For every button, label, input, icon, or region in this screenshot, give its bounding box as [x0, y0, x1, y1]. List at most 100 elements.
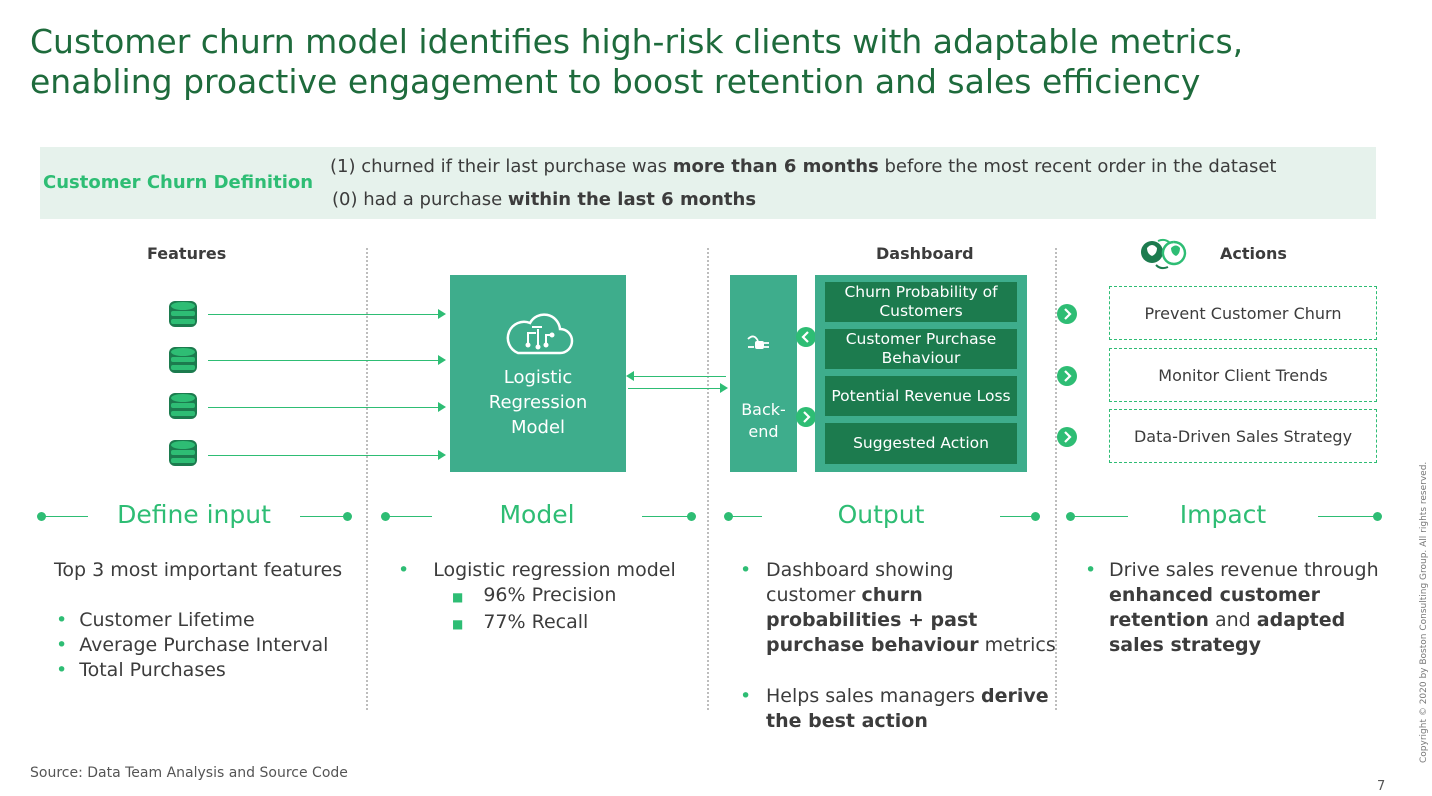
output-line: purchase behaviour metrics — [766, 633, 1056, 658]
feature-arrow — [208, 309, 446, 319]
impact-line: Drive sales revenue through — [1109, 559, 1379, 581]
page-title: Customer churn model identifies high-ris… — [30, 22, 1370, 102]
cloud-brain-icon — [502, 309, 574, 357]
output-line: Dashboard showing — [766, 559, 954, 581]
output-seg-bold: purchase behaviour — [766, 634, 979, 656]
impact-seg-bold: enhanced customer — [1109, 584, 1320, 606]
stage-dot — [1031, 512, 1040, 521]
actions-header: Actions — [1220, 244, 1287, 263]
stage-model: Model — [432, 492, 642, 537]
output-seg-bold: probabilities + past — [766, 609, 978, 631]
bullet-text: Total Purchases — [79, 659, 226, 681]
stage-define-input: Define input — [88, 492, 300, 537]
output-line: probabilities + past — [766, 608, 1056, 633]
definition-label: Customer Churn Definition — [43, 172, 314, 193]
output-bullet-dot: • — [740, 559, 752, 581]
output-seg: metrics — [978, 634, 1056, 656]
title-line-2: enabling proactive engagement to boost r… — [30, 62, 1201, 101]
output-bullet-1: Dashboard showing customer churn probabi… — [766, 558, 1056, 658]
model-sub-bullets: ■96% Precision ■77% Recall — [452, 583, 616, 637]
stage-dot — [37, 512, 46, 521]
impact-line: enhanced customer — [1109, 583, 1379, 608]
action-monitor-trends: Monitor Client Trends — [1109, 348, 1377, 402]
divider-3 — [1055, 248, 1057, 710]
impact-seg-bold: adapted — [1256, 609, 1346, 631]
def1-post: before the most recent order in the data… — [878, 156, 1277, 177]
stage-dot — [381, 512, 390, 521]
define-intro: Top 3 most important features — [54, 559, 343, 581]
chevron-right-icon — [1057, 427, 1077, 447]
output-seg: Helps sales managers — [766, 685, 982, 707]
backend-label-line: end — [748, 422, 779, 441]
definition-band — [40, 147, 1376, 219]
model-label-line: Regression — [488, 392, 588, 413]
impact-line: retention and adapted — [1109, 608, 1379, 633]
stage-impact: Impact — [1128, 492, 1318, 537]
impact-seg-bold: sales strategy — [1109, 634, 1261, 656]
backend-label: Back- end — [730, 399, 797, 443]
stage-dot — [1373, 512, 1382, 521]
divider-2 — [707, 248, 709, 710]
backend-box: Back- end — [730, 275, 797, 472]
action-prevent-churn: Prevent Customer Churn — [1109, 286, 1377, 340]
impact-bullet-dot: • — [1085, 559, 1097, 581]
features-header: Features — [147, 244, 227, 263]
output-bullet-dot: • — [740, 685, 752, 707]
stage-dot — [343, 512, 352, 521]
definition-line-2: (0) had a purchase within the last 6 mon… — [332, 189, 756, 210]
output-line: customer churn — [766, 583, 1056, 608]
dashboard-item-suggested-action: Suggested Action — [825, 423, 1017, 464]
dashboard-header: Dashboard — [876, 244, 974, 263]
feature-arrow — [208, 355, 446, 365]
dashboard-item-purchase-behaviour: Customer Purchase Behaviour — [825, 329, 1017, 369]
title-line-1: Customer churn model identifies high-ris… — [30, 22, 1244, 61]
source-note: Source: Data Team Analysis and Source Co… — [30, 765, 348, 781]
def2-pre: (0) had a purchase — [332, 189, 508, 210]
list-item: ■77% Recall — [452, 611, 589, 633]
stage-output: Output — [762, 492, 1000, 537]
bullet-text: Average Purchase Interval — [79, 634, 329, 656]
feature-arrow — [208, 450, 446, 460]
impact-bullet: Drive sales revenue through enhanced cus… — [1109, 558, 1379, 658]
output-line: the best action — [766, 709, 1049, 734]
output-seg-bold: the best action — [766, 710, 928, 732]
model-label-line: Model — [510, 417, 566, 438]
bullet-text: Logistic regression model — [433, 559, 676, 581]
definition-line-1: (1) churned if their last purchase was m… — [330, 156, 1277, 177]
database-icon — [168, 346, 198, 374]
output-seg-bold: churn — [861, 584, 923, 606]
stage-dot — [1066, 512, 1075, 521]
stage-dot — [724, 512, 733, 521]
backend-label-line: Back- — [741, 400, 786, 419]
list-item: ■96% Precision — [452, 584, 617, 606]
dashboard-item-churn-probability: Churn Probability of Customers — [825, 282, 1017, 322]
list-item: •Customer Lifetime — [56, 609, 255, 631]
page-number: 7 — [1377, 779, 1386, 794]
model-bullet: •Logistic regression model — [398, 559, 676, 581]
dashboard-panel: Churn Probability of Customers Customer … — [815, 275, 1027, 472]
bullet-text: Customer Lifetime — [79, 609, 255, 631]
stage-dot — [687, 512, 696, 521]
action-sales-strategy: Data-Driven Sales Strategy — [1109, 409, 1377, 463]
model-label-line: Logistic — [503, 367, 573, 388]
define-bullets: •Customer Lifetime •Average Purchase Int… — [56, 608, 328, 683]
list-item: •Average Purchase Interval — [56, 634, 329, 656]
bullet-text: 77% Recall — [483, 611, 589, 633]
dashboard-item-revenue-loss: Potential Revenue Loss — [825, 376, 1017, 416]
def1-pre: (1) churned if their last purchase was — [330, 156, 673, 177]
arrow-to-model — [626, 371, 726, 381]
chevron-left-icon — [796, 327, 816, 347]
database-icon — [168, 392, 198, 420]
impact-seg: and — [1208, 609, 1257, 631]
feature-arrow — [208, 402, 446, 412]
list-item: •Total Purchases — [56, 659, 226, 681]
def1-bold: more than 6 months — [672, 156, 879, 177]
chevron-right-icon — [1057, 366, 1077, 386]
output-bullet-2: Helps sales managers derive the best act… — [766, 684, 1049, 734]
bullet-text: 96% Precision — [483, 584, 617, 606]
copyright-notice: Copyright © 2020 by Boston Consulting Gr… — [1419, 461, 1429, 763]
output-seg-bold: derive — [981, 685, 1049, 707]
output-seg: customer — [766, 584, 862, 606]
model-box-label: Logistic Regression Model — [450, 365, 626, 440]
chevron-right-icon — [796, 407, 816, 427]
